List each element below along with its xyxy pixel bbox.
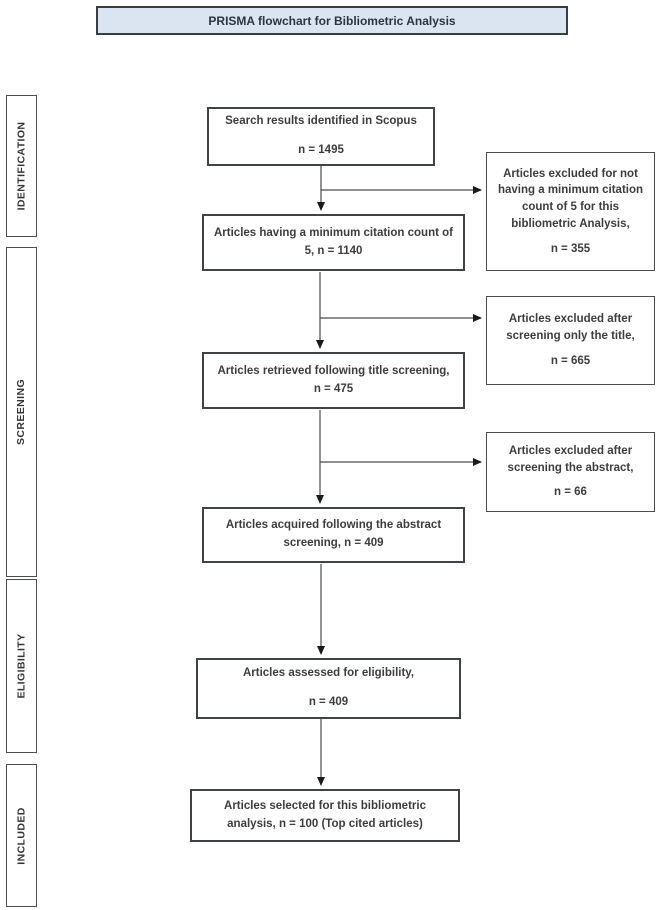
- flow-box-title-screening: Articles retrieved following title scree…: [202, 352, 465, 409]
- flow-box-text: Search results identified in Scopus: [225, 115, 417, 128]
- flow-box-text: Articles acquired following the abstract…: [225, 519, 442, 549]
- exclusion-box-abstract-screening: Articles excluded after screening the ab…: [486, 432, 655, 512]
- flow-box-search-results: Search results identified in Scopus n = …: [207, 107, 435, 166]
- stage-text: IDENTIFICATION: [15, 121, 28, 211]
- stage-label-screening: SCREENING: [6, 247, 37, 577]
- flow-box-count: n = 1495: [298, 144, 344, 156]
- exclusion-box-count: n = 355: [550, 242, 591, 255]
- flow-box-text: Articles having a minimum citation count…: [214, 226, 453, 257]
- exclusion-box-text: Articles excluded after screening the ab…: [507, 444, 634, 474]
- stage-text: ELIGIBILITY: [15, 633, 28, 699]
- stage-text: SCREENING: [15, 378, 28, 446]
- stage-label-eligibility: ELIGIBILITY: [6, 579, 37, 753]
- flow-box-text: Articles selected for this bibliometric …: [224, 799, 426, 830]
- flow-box-text: Articles assessed for eligibility,: [242, 667, 415, 680]
- flow-box-included: Articles selected for this bibliometric …: [190, 789, 460, 842]
- exclusion-box-text: Articles excluded after screening only t…: [506, 313, 635, 343]
- stage-label-identification: IDENTIFICATION: [6, 95, 37, 237]
- stage-text: INCLUDED: [15, 806, 28, 865]
- flow-box-count: n = 409: [308, 696, 349, 708]
- exclusion-box-text: Articles excluded for not having a minim…: [497, 167, 644, 230]
- exclusion-box-count: n = 665: [550, 354, 591, 367]
- flowchart-title: PRISMA flowchart for Bibliometric Analys…: [208, 13, 456, 28]
- flow-box-min-citation: Articles having a minimum citation count…: [202, 214, 465, 271]
- exclusion-box-title-screening: Articles excluded after screening only t…: [486, 296, 655, 385]
- flow-box-text: Articles retrieved following title scree…: [217, 364, 450, 395]
- flow-box-eligibility: Articles assessed for eligibility, n = 4…: [196, 658, 461, 719]
- exclusion-box-citation-count: Articles excluded for not having a minim…: [486, 152, 655, 271]
- exclusion-box-count: n = 66: [554, 486, 587, 499]
- flow-box-abstract-screening: Articles acquired following the abstract…: [202, 507, 465, 563]
- flowchart-title-box: PRISMA flowchart for Bibliometric Analys…: [96, 6, 568, 35]
- stage-label-included: INCLUDED: [6, 764, 37, 907]
